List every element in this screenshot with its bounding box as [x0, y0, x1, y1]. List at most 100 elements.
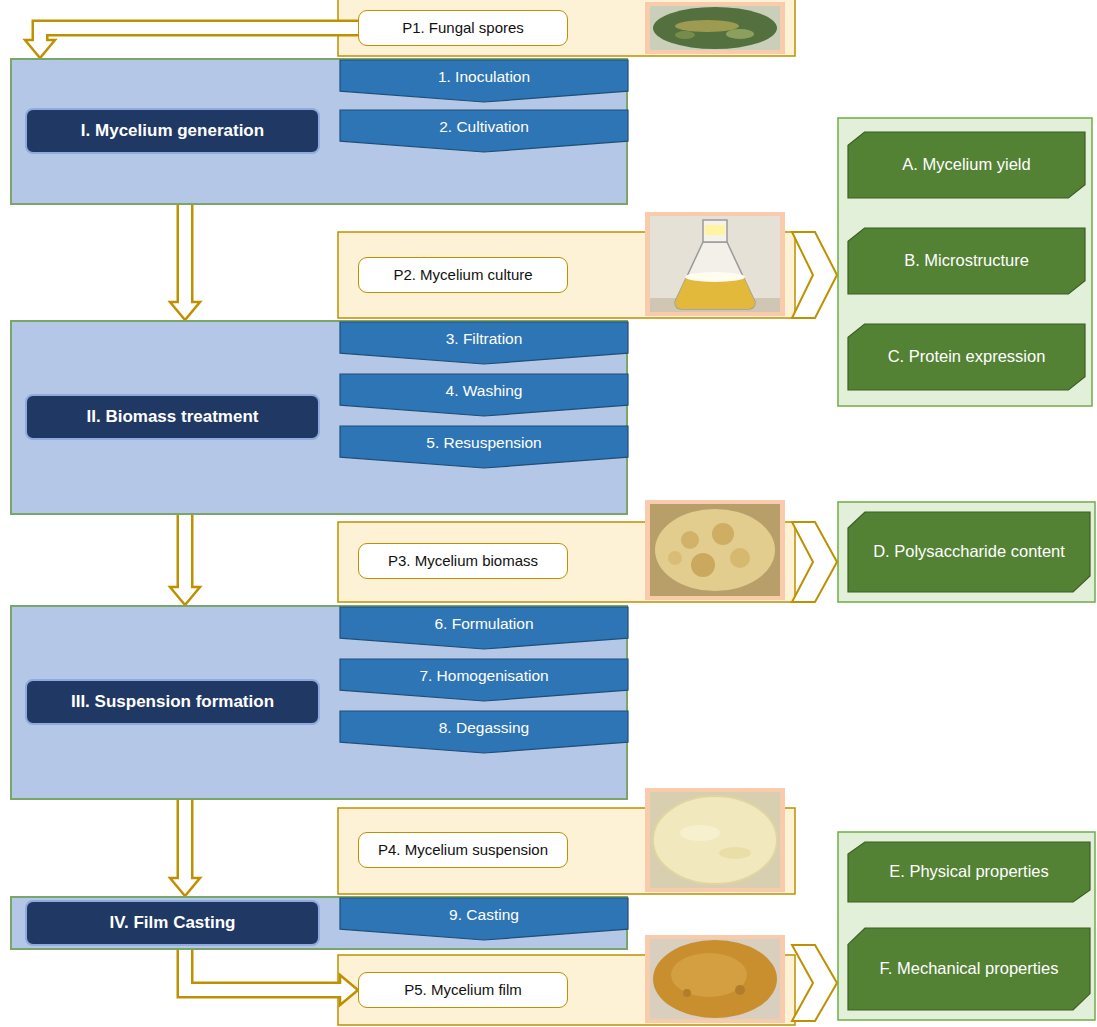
- phase-heading: II. Biomass treatment: [25, 394, 320, 440]
- arrow-shaft-fill: [179, 205, 191, 305]
- snipped-shape: [848, 512, 1090, 592]
- product-box: P1. Fungal spores: [358, 10, 568, 46]
- fungal-colony: [653, 7, 777, 49]
- snipped-shape: [848, 132, 1085, 198]
- chevron-shape: [340, 60, 628, 102]
- chevron-arrow: [792, 945, 837, 1021]
- flask-body: [675, 242, 755, 309]
- product-box: P3. Mycelium biomass: [358, 543, 568, 579]
- flow-arrow: [170, 205, 200, 320]
- product-band: [338, 0, 795, 56]
- suspension-sheen: [719, 847, 751, 859]
- analysis-box: C. Protein expression: [848, 324, 1085, 390]
- analysis-label: E. Physical properties: [889, 862, 1049, 882]
- biomass-lump: [668, 551, 682, 565]
- analysis-box: E. Physical properties: [848, 842, 1090, 902]
- process-step: 5. Resuspension: [340, 426, 628, 468]
- flow-arrow: [185, 950, 358, 1005]
- process-step: 4. Washing: [340, 374, 628, 416]
- phase-panel: I. Mycelium generation 1. Inoculation 2. C…: [10, 58, 628, 205]
- process-step: 2. Cultivation: [340, 110, 628, 152]
- step-label: 3. Filtration: [446, 330, 523, 349]
- snipped-shape: [848, 228, 1085, 294]
- product-label: P1. Fungal spores: [402, 19, 524, 37]
- analysis-label: D. Polysaccharide content: [873, 542, 1065, 562]
- film-spot: [735, 985, 745, 995]
- arrow-shaft-fill: [179, 800, 191, 881]
- chevron-shape: [340, 711, 628, 753]
- photo-frame: [645, 212, 785, 316]
- photo-ground: [650, 6, 780, 50]
- chevron-shape: [340, 426, 628, 468]
- analysis-box: A. Mycelium yield: [848, 132, 1085, 198]
- product-box: P2. Mycelium culture: [358, 257, 568, 293]
- product-label: P4. Mycelium suspension: [378, 841, 548, 859]
- spore-patch: [675, 31, 695, 39]
- product-band: [338, 232, 795, 318]
- process-step: 6. Formulation: [340, 607, 628, 649]
- product-box: P4. Mycelium suspension: [358, 832, 568, 868]
- chevron-shape: [340, 110, 628, 152]
- step-label: 8. Degassing: [439, 719, 529, 738]
- analysis-label: B. Microstructure: [904, 251, 1029, 271]
- biomass-lump: [712, 523, 734, 545]
- spore-patch: [726, 29, 754, 39]
- flow-arrow: [170, 800, 200, 896]
- step-label: 9. Casting: [449, 906, 519, 925]
- analysis-label: A. Mycelium yield: [902, 155, 1030, 175]
- step-label: 6. Formulation: [434, 615, 533, 634]
- photo-ground: [650, 504, 780, 596]
- suspension-dish: [653, 796, 777, 884]
- snipped-shape: [848, 842, 1090, 902]
- biomass-lump: [681, 531, 699, 549]
- photo-frame: [645, 500, 785, 600]
- photo-mycelium-biomass: [645, 500, 785, 600]
- process-step: 9. Casting: [340, 898, 628, 940]
- process-step: 1. Inoculation: [340, 60, 628, 102]
- analysis-box: F. Mechanical properties: [848, 928, 1090, 1010]
- analysis-box: D. Polysaccharide content: [848, 512, 1090, 592]
- step-label: 4. Washing: [446, 382, 523, 401]
- process-step: 7. Homogenisation: [340, 659, 628, 701]
- analysis-box: B. Microstructure: [848, 228, 1085, 294]
- photo-mycelium-film: [645, 935, 785, 1023]
- step-label: 5. Resuspension: [426, 434, 541, 453]
- flow-arrow: [170, 515, 200, 605]
- analysis-frame: [838, 832, 1095, 1020]
- photo-frame: [645, 935, 785, 1023]
- flask-sticker: [705, 225, 725, 235]
- biomass-lump: [691, 553, 715, 577]
- arrow-shaft-fill: [179, 515, 191, 590]
- analysis-frame: [838, 502, 1095, 602]
- analysis-frame: [838, 118, 1092, 406]
- photo-frame: [645, 2, 785, 54]
- biomass-dish: [655, 509, 775, 591]
- phase-panel: II. Biomass treatment 3. Filtration 4. Was…: [10, 320, 628, 515]
- snipped-shape: [848, 928, 1090, 1010]
- spore-patch: [675, 20, 739, 32]
- chevron-shape: [340, 322, 628, 364]
- phase-heading: I. Mycelium generation: [25, 108, 320, 154]
- photo-ground: [650, 792, 780, 888]
- arrow-shaft-fill: [40, 28, 358, 43]
- product-label: P5. Mycelium film: [404, 981, 522, 999]
- arrow-shaft-fill: [185, 950, 343, 990]
- chevron-shape: [340, 659, 628, 701]
- culture-liquid: [675, 278, 755, 309]
- phase-heading: IV. Film Casting: [25, 900, 320, 946]
- product-label: P3. Mycelium biomass: [388, 552, 538, 570]
- film-sheen: [671, 953, 747, 997]
- analysis-label: C. Protein expression: [888, 347, 1046, 367]
- film-disc: [653, 940, 777, 1018]
- photo-ground: [650, 939, 780, 1019]
- biomass-lump: [730, 548, 750, 568]
- process-step: 8. Degassing: [340, 711, 628, 753]
- photo-ground: [650, 216, 780, 312]
- photo-fungal-spores: [645, 2, 785, 54]
- product-label: P2. Mycelium culture: [393, 266, 532, 284]
- process-step: 3. Filtration: [340, 322, 628, 364]
- product-box: P5. Mycelium film: [358, 972, 568, 1008]
- phase-panel: III. Suspension formation6. Formulation7…: [10, 605, 628, 800]
